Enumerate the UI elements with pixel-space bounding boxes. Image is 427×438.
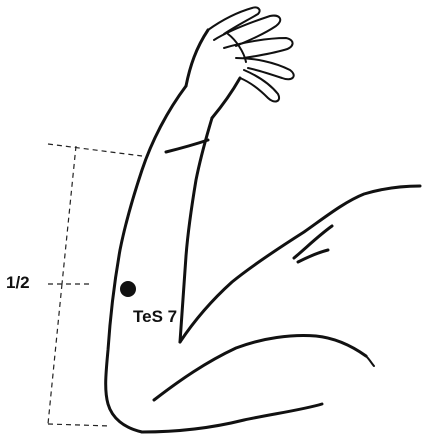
shoulder-fold-1 bbox=[294, 226, 332, 258]
elbow-crease-tail bbox=[366, 356, 374, 366]
upper-arm-top bbox=[180, 186, 420, 342]
finger-4 bbox=[236, 58, 294, 79]
ratio-label: 1/2 bbox=[6, 273, 30, 292]
hand-back bbox=[186, 30, 208, 86]
forearm-outer bbox=[106, 86, 186, 432]
acupoint-dot bbox=[120, 281, 136, 297]
vertical-guide-upper bbox=[62, 146, 76, 284]
point-label: TeS 7 bbox=[133, 307, 177, 326]
upper-arm-lower bbox=[142, 404, 322, 432]
vertical-guide-lower bbox=[48, 284, 62, 424]
wrist-front bbox=[212, 78, 240, 118]
elbow-crease bbox=[154, 336, 366, 401]
bottom-guide-line bbox=[48, 424, 110, 426]
top-guide-line bbox=[48, 144, 142, 156]
arm-drawing bbox=[106, 7, 420, 432]
